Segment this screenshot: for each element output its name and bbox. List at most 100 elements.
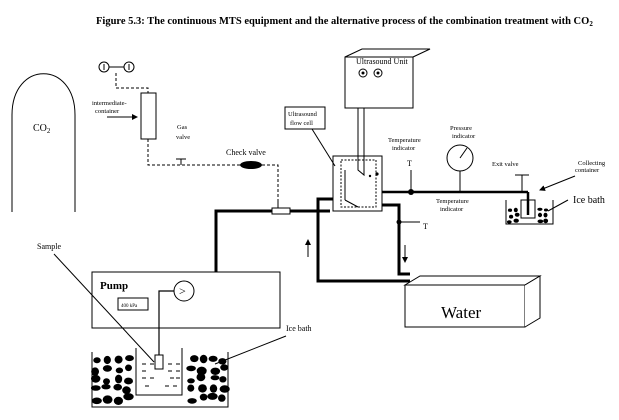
- gas-valve-label-2: valve: [176, 134, 190, 141]
- ice-bath-right-label: Ice bath: [573, 195, 605, 206]
- ice-cube: [543, 212, 548, 218]
- ice-cube: [543, 208, 549, 212]
- pressure-indicator-label-2: indicator: [452, 133, 476, 140]
- ice-cube: [190, 355, 199, 363]
- ice-cube: [123, 393, 134, 401]
- ice-cube: [219, 376, 227, 383]
- gas-line-lower: [147, 139, 240, 166]
- ice-cube: [220, 364, 229, 371]
- ice-cube: [114, 355, 123, 364]
- flow-cell-label-2: flow cell: [290, 120, 313, 127]
- ice-cube: [186, 365, 196, 372]
- ice-cube: [101, 384, 111, 390]
- intermediate-container: [140, 92, 157, 140]
- check-valve: [240, 161, 262, 169]
- ice-cube: [102, 365, 112, 372]
- water-label: Water: [441, 303, 481, 322]
- check-valve-label: Check valve: [226, 148, 266, 157]
- ice-bath-bottom-label: Ice bath: [286, 324, 312, 333]
- ice-cube: [187, 384, 195, 392]
- temp-indicator-bottom-label-2: indicator: [440, 206, 464, 213]
- ice-cube: [513, 207, 518, 213]
- ice-cube: [125, 364, 132, 372]
- co2-cylinder: [11, 73, 76, 212]
- ice-cube: [102, 395, 113, 404]
- ice-cube: [115, 367, 124, 374]
- collecting-container-label-1: Collecting: [578, 160, 606, 167]
- ice-cube: [537, 212, 543, 218]
- ice-cube: [210, 367, 221, 375]
- ice-cube: [514, 212, 520, 217]
- collecting-container-label-2: container: [575, 167, 600, 174]
- cell-return-pipe: [316, 197, 410, 283]
- ice-cube: [91, 397, 102, 405]
- gas-gauge: [98, 61, 135, 73]
- ice-cube: [513, 218, 519, 223]
- exit-valve-label: Exit valve: [492, 161, 519, 168]
- ice-cube: [122, 386, 131, 395]
- t-marker-side: T: [423, 222, 428, 231]
- ice-cube: [91, 374, 101, 383]
- collecting-ice-bath: [505, 199, 554, 225]
- pump-symbol: >: [179, 284, 186, 298]
- water-bath: [403, 275, 542, 328]
- ultrasound-unit-label: Ultrasound Unit: [356, 57, 409, 66]
- ice-cube: [196, 366, 207, 376]
- pump-display-value: 400 kPa: [121, 304, 138, 309]
- flow-cell-label-box: [284, 106, 326, 130]
- ice-cube: [91, 367, 99, 376]
- ice-cube: [507, 208, 513, 212]
- gas-valve-label-1: Gas: [177, 124, 188, 131]
- pump-display: [117, 297, 149, 311]
- ice-cube: [124, 377, 133, 385]
- flow-cell-label-1: Ultrasound: [288, 111, 318, 118]
- temp-indicator-top-label-1: Temperature: [388, 137, 421, 144]
- ice-cube: [219, 385, 230, 393]
- temp-indicator-top-label-2: indicator: [392, 145, 416, 152]
- sample-ice-bath: [90, 348, 230, 408]
- ice-cube: [210, 375, 220, 381]
- ice-cube: [103, 378, 110, 385]
- ice-cube: [543, 218, 549, 224]
- ice-cube: [103, 355, 111, 365]
- sample-tube-tip: [154, 354, 164, 370]
- sample-intake-line: [158, 290, 174, 355]
- ice-cube: [187, 378, 195, 384]
- ice-cube: [198, 384, 207, 393]
- intermediate-container-label-1: intermediate-: [92, 100, 127, 107]
- ice-cube: [90, 385, 101, 391]
- ice-cube: [199, 393, 208, 401]
- gas-valve: [176, 158, 186, 165]
- ice-cube: [93, 357, 101, 364]
- pressure-indicator-label-1: Pressure: [450, 125, 472, 132]
- ice-cube: [113, 383, 122, 391]
- ultrasound-unit: [344, 48, 431, 109]
- ice-cube: [208, 355, 218, 362]
- sample-label: Sample: [37, 242, 61, 251]
- exit-valve: [515, 174, 530, 215]
- ice-cube: [113, 396, 123, 405]
- gas-injector: [271, 207, 291, 215]
- ice-cube: [125, 355, 134, 362]
- ice-cube: [218, 394, 226, 402]
- temp-indicator-bottom-label-1: Temperature: [436, 198, 469, 205]
- t-marker-top: T: [407, 159, 412, 168]
- intermediate-container-label-2: container: [95, 108, 120, 115]
- ice-cube: [187, 398, 197, 404]
- ice-cube: [199, 354, 208, 364]
- ice-cube: [207, 392, 218, 400]
- ice-cube: [196, 373, 206, 382]
- flow-cell-outer: [332, 155, 383, 212]
- pump-label: Pump: [100, 280, 128, 292]
- ice-cube: [209, 384, 218, 393]
- ice-cube: [509, 214, 514, 219]
- pressure-gauge: [446, 144, 474, 192]
- gas-line-upper: [115, 73, 149, 93]
- co2-label: CO2: [33, 123, 51, 135]
- ice-cube: [537, 219, 544, 224]
- ice-cube: [537, 207, 543, 211]
- ice-cube: [506, 220, 512, 224]
- ice-cube: [115, 374, 123, 384]
- figure-title: Figure 5.3: The continuous MTS equipment…: [96, 16, 593, 28]
